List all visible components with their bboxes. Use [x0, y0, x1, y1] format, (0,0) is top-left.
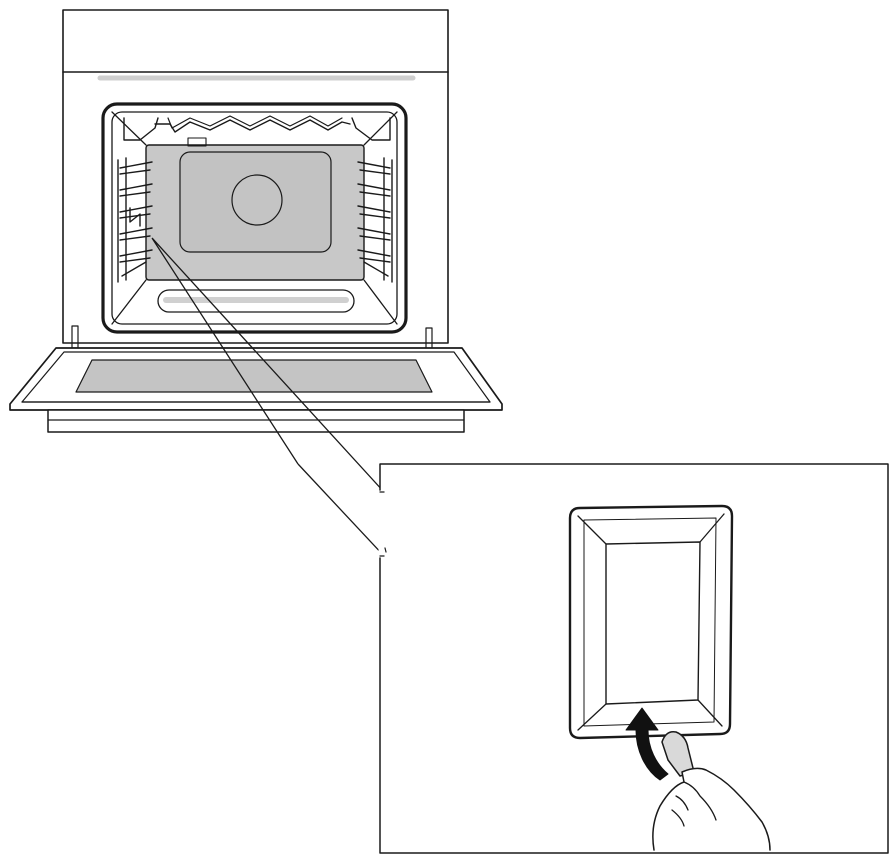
- door-handle-bar: [47, 409, 465, 433]
- detail-callout-box: [378, 463, 889, 854]
- element-bracket: [187, 137, 207, 147]
- oven-door-glass: [75, 359, 433, 393]
- cavity-perspective-lines: [111, 111, 398, 325]
- finger-lines: [671, 781, 717, 827]
- thumb: [661, 730, 695, 777]
- fan-cover-icon: [231, 174, 283, 226]
- callout-pointer-edge: [297, 463, 385, 557]
- cavity-cover-icon: [568, 504, 734, 740]
- hand-icon: [652, 730, 771, 851]
- cover-bevel-inner: [583, 517, 717, 727]
- bottom-element-recess: [157, 289, 355, 313]
- top-heating-element-icon: [123, 117, 391, 141]
- cover-bevel-lines: [577, 513, 725, 731]
- built-in-oven-icon: [9, 9, 503, 433]
- oven-cavity-inner: [111, 111, 398, 325]
- right-shelf-rails-icon: [357, 157, 393, 283]
- top-heating-element-icon-inner: [167, 115, 343, 129]
- cover-outer: [568, 504, 734, 740]
- left-shelf-rails-icon: [117, 157, 153, 283]
- callout-pointer: [151, 237, 385, 493]
- pointer-join: [379, 491, 385, 557]
- push-up-arrow-icon: [625, 707, 669, 781]
- detail-mark: [384, 547, 387, 553]
